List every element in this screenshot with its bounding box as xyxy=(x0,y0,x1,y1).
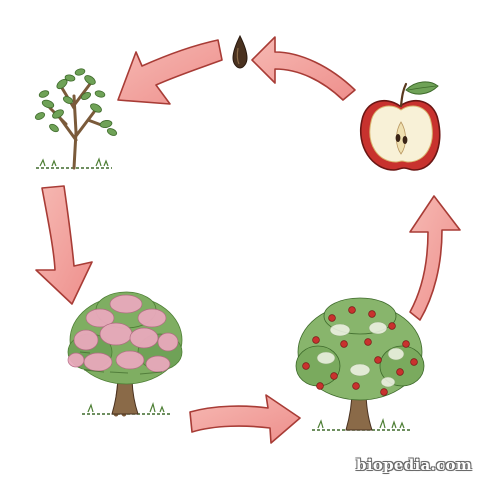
arrow-apple-to-seed xyxy=(251,36,356,101)
apple-halved-icon xyxy=(359,81,441,171)
flowering-tree-icon xyxy=(67,291,183,417)
sapling-tree-icon xyxy=(34,68,118,170)
fruiting-tree-icon xyxy=(295,297,425,431)
seed-icon xyxy=(232,34,248,69)
watermark-text: biopedia.com xyxy=(356,456,472,474)
arrow-fruiting-to-apple xyxy=(409,195,461,321)
arrow-flowering-to-fruiting xyxy=(189,394,301,444)
arrow-sapling-to-flowering xyxy=(35,185,93,305)
arrow-seed-to-sapling xyxy=(117,39,223,105)
